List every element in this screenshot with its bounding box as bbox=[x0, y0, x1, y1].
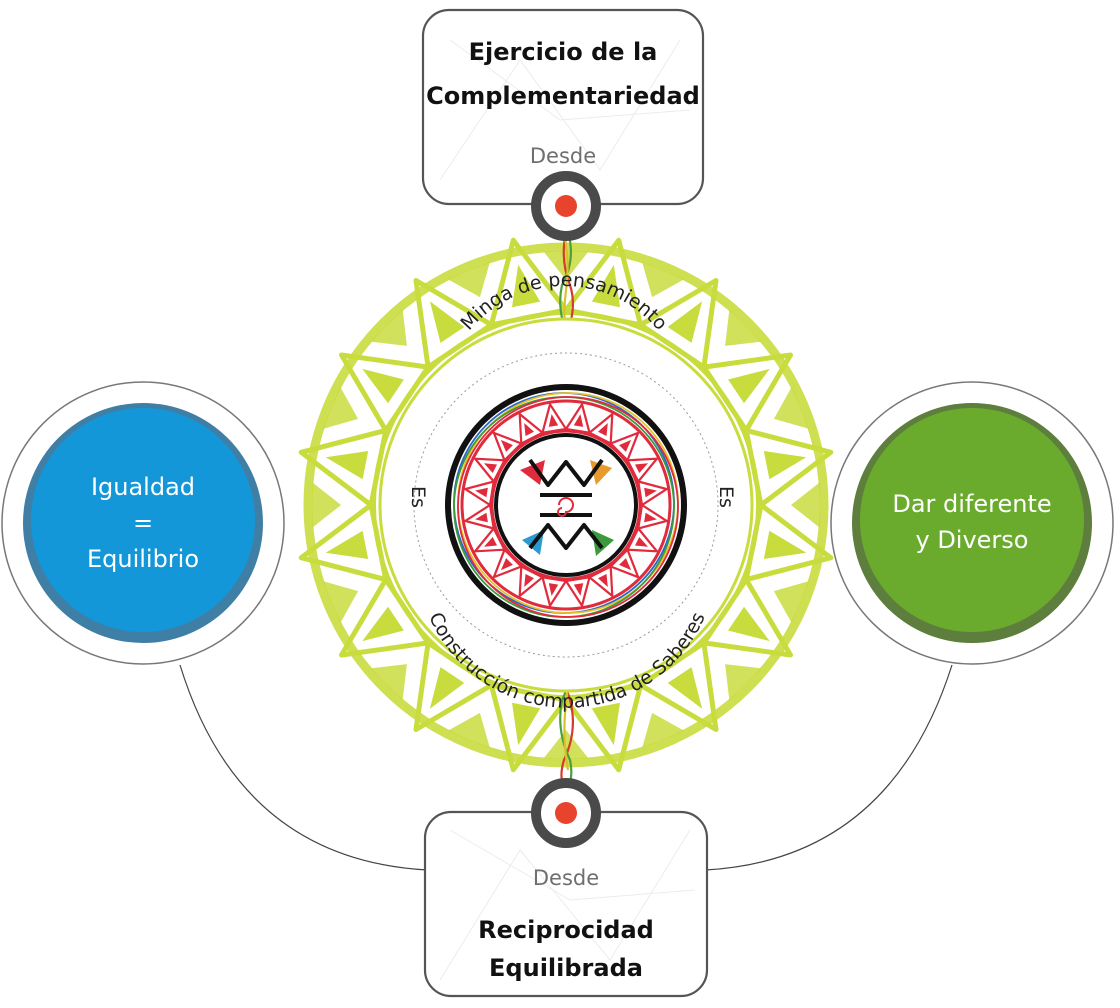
top-box-title-line-2: Complementariedad bbox=[426, 82, 700, 110]
connector-dot-icon-top bbox=[531, 171, 601, 241]
left-connector-arc bbox=[179, 664, 429, 871]
left-circle-line-1: Igualdad bbox=[91, 473, 195, 501]
connector-dot-icon-bottom bbox=[531, 778, 601, 848]
top-box-title-line-1: Ejercicio de la bbox=[469, 38, 658, 66]
right-circle-line-1: Dar diferente bbox=[892, 490, 1051, 518]
top-box: Ejercicio de la Complementariedad Desde bbox=[421, 8, 705, 206]
bottom-box-title-line-1: Reciprocidad bbox=[478, 916, 654, 944]
left-circle: Igualdad = Equilibrio bbox=[1, 381, 285, 665]
left-circle-line-2: = bbox=[133, 509, 153, 537]
ring-text-right: Es bbox=[715, 486, 737, 508]
bottom-box: Desde Reciprocidad Equilibrada bbox=[423, 810, 709, 998]
right-circle-line-2: y Diverso bbox=[915, 526, 1028, 554]
ring-text-left: Es bbox=[407, 486, 429, 508]
left-circle-line-3: Equilibrio bbox=[87, 545, 199, 573]
right-connector-arc bbox=[704, 664, 953, 871]
bottom-box-caption: Desde bbox=[533, 866, 599, 890]
top-box-caption: Desde bbox=[530, 144, 596, 168]
bottom-box-title-line-2: Equilibrada bbox=[489, 954, 643, 982]
right-circle: Dar diferente y Diverso bbox=[830, 381, 1114, 665]
mandala-icon bbox=[445, 384, 687, 626]
